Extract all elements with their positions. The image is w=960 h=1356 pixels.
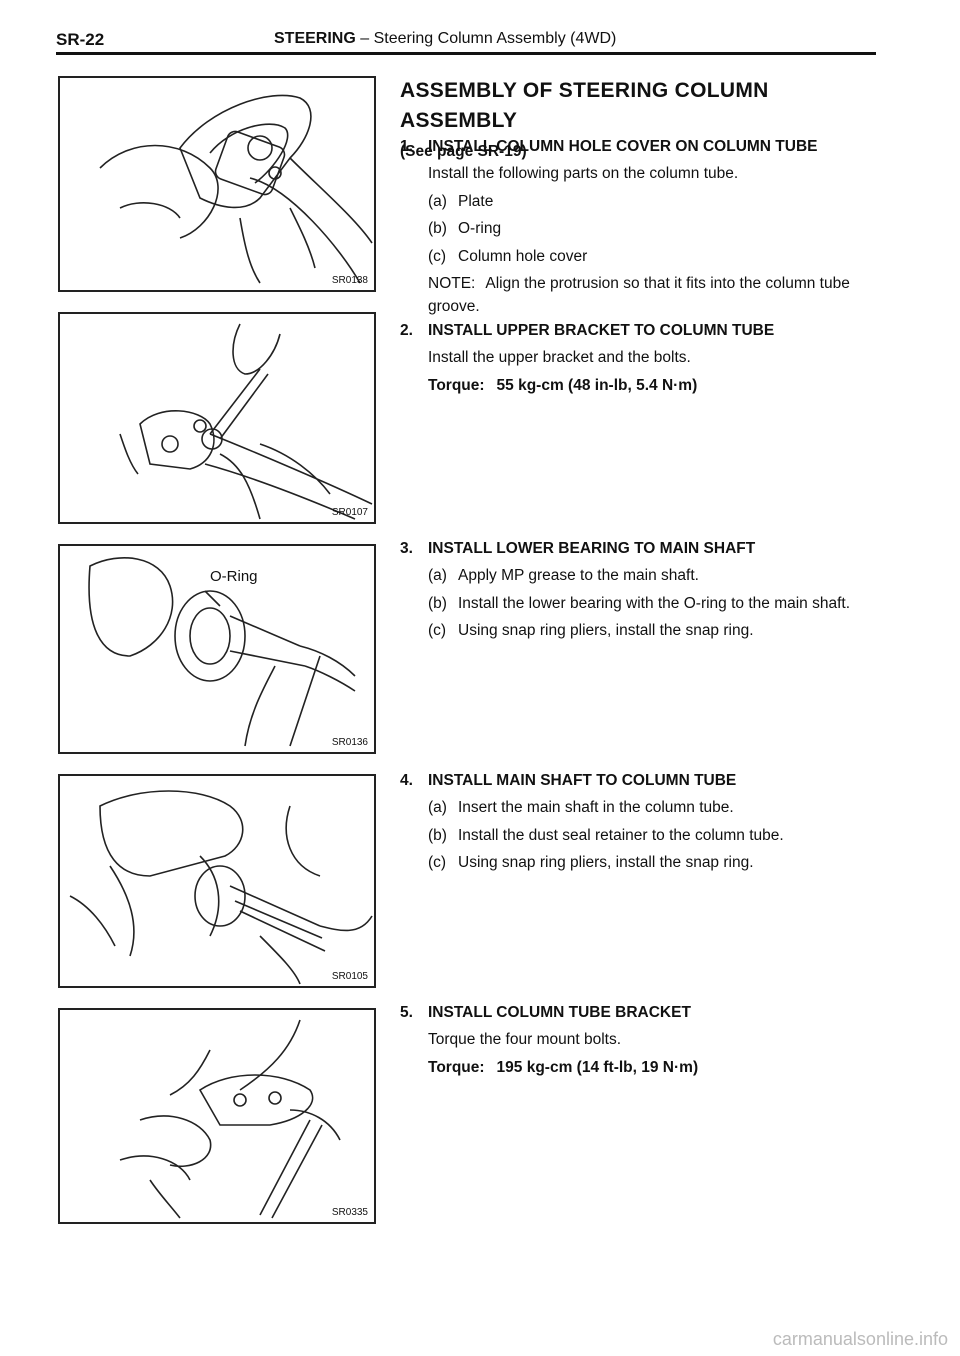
title-dash: – (360, 30, 370, 47)
figure-5: SR0335 (58, 1008, 376, 1224)
figure-code: SR0105 (331, 971, 368, 982)
header-rule (56, 52, 876, 55)
torque-label: Torque: (428, 376, 485, 394)
page-title: STEERING – Steering Column Assembly (4WD… (274, 30, 616, 48)
step-number: 2. (400, 322, 413, 339)
step-2: 2. INSTALL UPPER BRACKET TO COLUMN TUBE … (400, 320, 880, 402)
figure-3: O-Ring SR0136 (58, 544, 376, 754)
step-intro: Install the following parts on the colum… (428, 165, 739, 183)
figure-2-illustration (119, 323, 373, 520)
step-heading: 4. INSTALL MAIN SHAFT TO COLUMN TUBE (400, 770, 880, 792)
torque-spec: Torque: 195 kg-cm (14 ft-lb, 19 N·m) (428, 1057, 880, 1079)
torque-value: 55 kg-cm (48 in-lb, 5.4 N·m) (496, 376, 698, 394)
section-name: STEERING (274, 30, 356, 47)
note-label: NOTE: (428, 275, 476, 293)
sub-item: (b)O-ring (428, 220, 502, 238)
step-5: 5. INSTALL COLUMN TUBE BRACKET Torque th… (400, 1002, 880, 1084)
step-title: INSTALL UPPER BRACKET TO COLUMN TUBE (428, 322, 775, 339)
sub-item: (b)Install the dust seal retainer to the… (428, 826, 784, 844)
see-page-reference: (See page SR-19) (400, 142, 527, 160)
note-text: Align the protrusion so that it fits int… (428, 275, 850, 315)
page-header: SR-22 STEERING – Steering Column Assembl… (56, 30, 876, 54)
figure-code: SR0335 (331, 1207, 368, 1218)
figure-4-illustration (69, 790, 373, 985)
step-intro: Torque the four mount bolts. (428, 1031, 622, 1049)
figure-1: SR0138 (58, 76, 376, 292)
figure-1-illustration (99, 94, 373, 284)
step-number: 3. (400, 540, 413, 557)
figure-3-illustration (88, 557, 356, 747)
torque-label: Torque: (428, 1058, 485, 1076)
sub-item: (c)Using snap ring pliers, install the s… (428, 854, 754, 872)
step-4: 4. INSTALL MAIN SHAFT TO COLUMN TUBE (a)… (400, 770, 880, 880)
note: NOTE:Align the protrusion so that it fit… (428, 273, 880, 318)
torque-spec: Torque: 55 kg-cm (48 in-lb, 5.4 N·m) (428, 375, 880, 397)
step-title: INSTALL LOWER BEARING TO MAIN SHAFT (428, 540, 756, 557)
step-title: INSTALL COLUMN HOLE COVER ON COLUMN TUBE (428, 138, 818, 155)
step-heading: 1. INSTALL COLUMN HOLE COVER ON COLUMN T… (400, 136, 880, 158)
sub-item: (b)Install the lower bearing with the O-… (428, 594, 851, 612)
figure-code: SR0107 (331, 507, 368, 518)
step-heading: 5. INSTALL COLUMN TUBE BRACKET (400, 1002, 880, 1024)
step-number: 1. (400, 138, 413, 155)
main-title: ASSEMBLY OF STEERING COLUMN ASSEMBLY (400, 79, 769, 133)
sub-item: (c)Column hole cover (428, 247, 588, 265)
step-heading: 2. INSTALL UPPER BRACKET TO COLUMN TUBE (400, 320, 880, 342)
figure-2: SR0107 (58, 312, 376, 524)
figure-code: SR0136 (331, 737, 368, 748)
sub-item: (c)Using snap ring pliers, install the s… (428, 622, 754, 640)
sub-item: (a)Plate (428, 192, 494, 210)
page-code: SR-22 (56, 30, 105, 49)
step-title: INSTALL MAIN SHAFT TO COLUMN TUBE (428, 772, 737, 789)
figure-4: SR0105 (58, 774, 376, 988)
step-number: 5. (400, 1004, 413, 1021)
step-number: 4. (400, 772, 413, 789)
figure-5-illustration (119, 1019, 341, 1219)
watermark: carmanualsonline.info (772, 1329, 948, 1349)
main-heading-block: ASSEMBLY OF STEERING COLUMN ASSEMBLY (Se… (400, 76, 880, 169)
step-3: 3. INSTALL LOWER BEARING TO MAIN SHAFT (… (400, 538, 880, 648)
step-heading: 3. INSTALL LOWER BEARING TO MAIN SHAFT (400, 538, 880, 560)
figure-callout-o-ring: O-Ring (210, 568, 258, 585)
step-1: 1. INSTALL COLUMN HOLE COVER ON COLUMN T… (400, 136, 880, 323)
sub-item: (a)Insert the main shaft in the column t… (428, 799, 734, 817)
figure-code: SR0138 (331, 275, 368, 286)
torque-value: 195 kg-cm (14 ft-lb, 19 N·m) (496, 1058, 699, 1076)
sub-item: (a)Apply MP grease to the main shaft. (428, 567, 699, 585)
step-title: INSTALL COLUMN TUBE BRACKET (428, 1004, 691, 1021)
step-intro: Install the upper bracket and the bolts. (428, 349, 691, 367)
subsection-name: Steering Column Assembly (4WD) (373, 30, 617, 47)
